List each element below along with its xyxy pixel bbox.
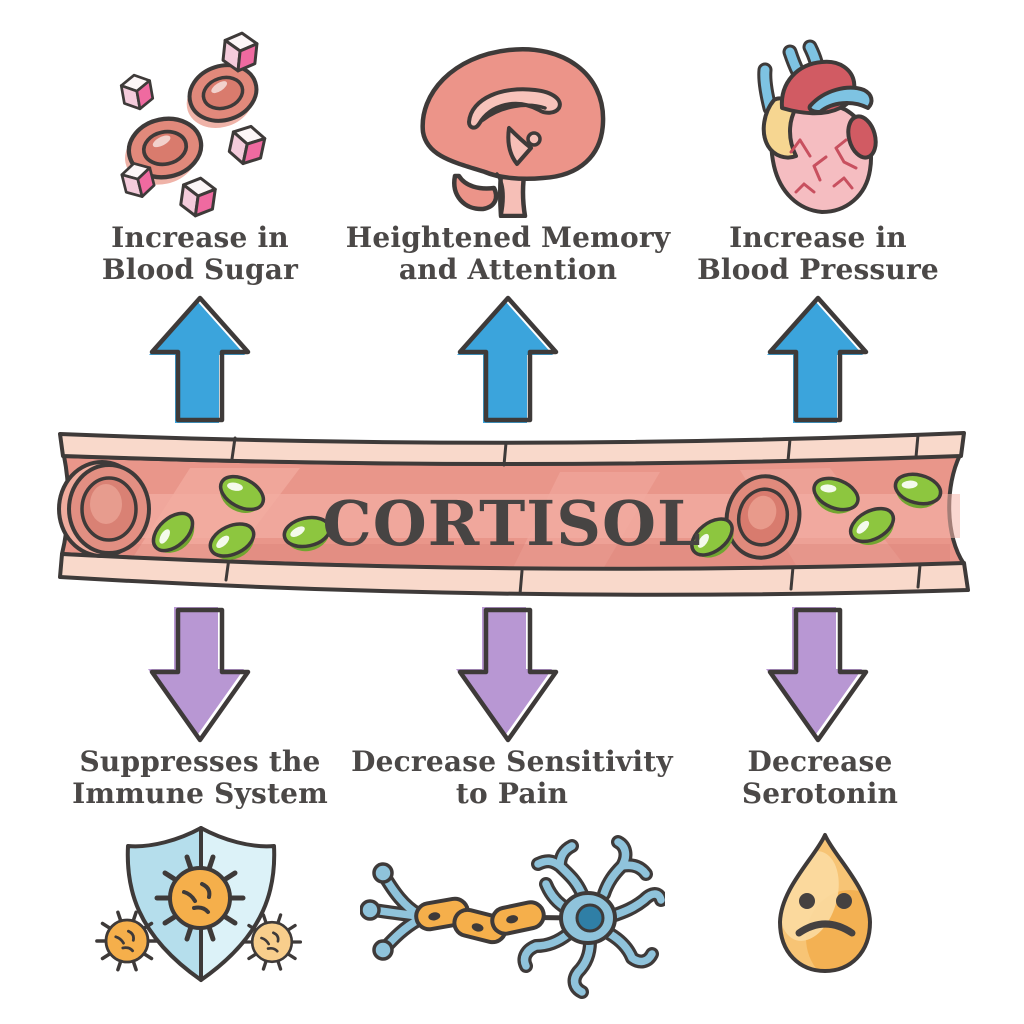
up-arrow-icon [149, 295, 251, 423]
neuron-icon [360, 835, 665, 999]
label-line-1: Suppresses the [79, 745, 321, 778]
label-line-1: Decrease Sensitivity [351, 745, 673, 778]
down-arrow-icon [148, 607, 251, 743]
label-line-1: Heightened Memory [345, 221, 671, 254]
label-line-1: Increase in [111, 221, 289, 254]
label-line-1: Increase in [729, 221, 907, 254]
up-arrow-icon [457, 295, 559, 423]
vessel-wall-segments [224, 433, 922, 596]
label-line-2: Blood Pressure [697, 252, 939, 286]
label-decrease-serotonin: Decrease Serotonin [650, 746, 990, 810]
label-heightened-memory: Heightened Memory and Attention [308, 222, 708, 286]
up-arrow-icon [767, 295, 869, 423]
label-line-2: Blood Sugar [101, 252, 299, 286]
immune-shield-icon [95, 826, 303, 982]
label-decrease-pain-sensitivity: Decrease Sensitivity to Pain [312, 746, 712, 810]
label-line-1: Decrease [747, 745, 893, 778]
label-line-2: to Pain [455, 776, 569, 810]
red-blood-cell [724, 474, 802, 560]
cortisol-title: CORTISOL [322, 487, 702, 560]
vessel-opening [57, 460, 151, 558]
label-increase-blood-pressure: Increase in Blood Pressure [648, 222, 988, 286]
myelin-sheaths [414, 896, 546, 945]
label-line-2: Immune System [72, 776, 328, 810]
heart-icon [757, 39, 878, 214]
serotonin-drop-icon [778, 833, 872, 973]
label-increase-blood-sugar: Increase in Blood Sugar [30, 222, 370, 286]
down-arrow-icon [456, 607, 559, 743]
brain-icon [420, 46, 606, 218]
blood-vessel-icon [57, 431, 970, 597]
label-line-2: and Attention [398, 252, 618, 286]
label-suppresses-immune-system: Suppresses the Immune System [30, 746, 370, 810]
sad-face [795, 893, 856, 937]
blood-cells-sugar-icon [112, 29, 269, 218]
capillaries [789, 138, 858, 194]
label-line-2: Serotonin [741, 776, 899, 810]
down-arrow-icon [766, 607, 869, 743]
